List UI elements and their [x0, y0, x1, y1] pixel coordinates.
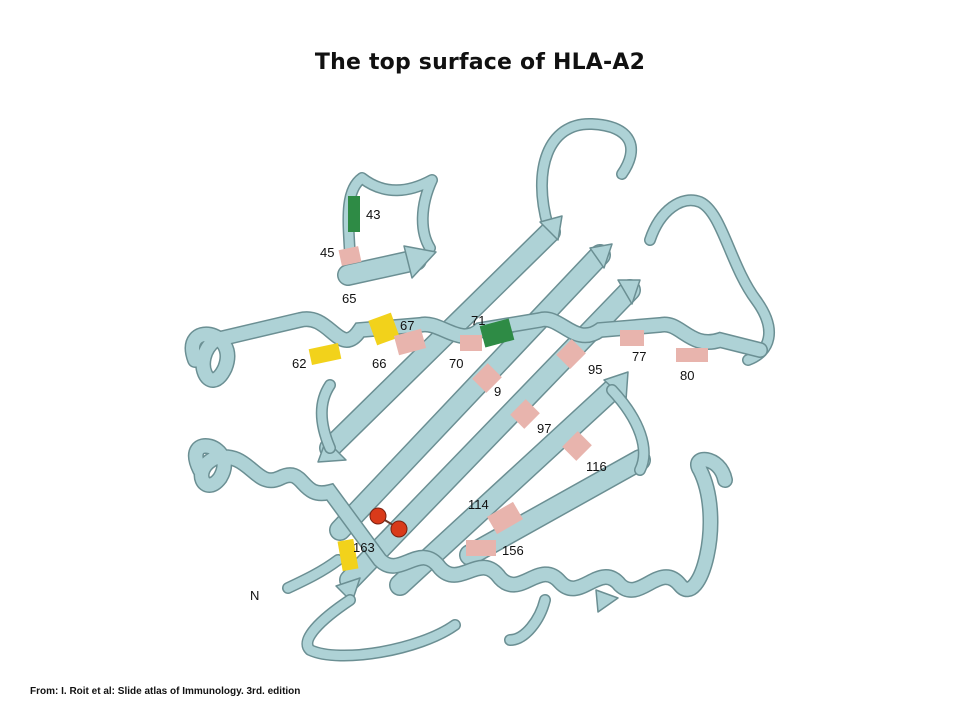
label-163: 163: [353, 540, 375, 555]
residue-95-pink: [556, 339, 586, 369]
residue-67-yellow: [368, 312, 400, 346]
label-62: 62: [292, 356, 306, 371]
label-77: 77: [632, 349, 646, 364]
residue-156-pink: [466, 540, 496, 556]
residue-97-pink: [510, 399, 540, 429]
disulfide-atom-2: [390, 520, 408, 538]
source-credit: From: I. Roit et al: Slide atlas of Immu…: [30, 686, 301, 697]
residue-163-yellow: [337, 538, 359, 572]
label-67: 67: [400, 318, 414, 333]
label-156: 156: [502, 543, 524, 558]
residue-labels: 43 45 65 62 66 67 70 71 9 95 77 80 97 11…: [250, 207, 694, 603]
label-43: 43: [366, 207, 380, 222]
residue-62-yellow: [308, 343, 342, 365]
label-66: 66: [372, 356, 386, 371]
label-9: 9: [494, 384, 501, 399]
beta-sheet-floor: [282, 117, 776, 662]
label-70: 70: [449, 356, 463, 371]
residue-114-pink: [487, 501, 523, 535]
residue-70-pink: [460, 335, 482, 351]
disulfide-bond: [369, 507, 408, 538]
residue-43-green: [348, 196, 360, 232]
alpha2-helix: [187, 438, 733, 598]
residue-highlights: [308, 196, 708, 572]
residue-66-pink: [393, 328, 427, 356]
residue-45-pink: [338, 246, 362, 266]
label-71: 71: [471, 313, 485, 328]
label-97: 97: [537, 421, 551, 436]
residue-77-pink: [620, 330, 644, 346]
slide-title: The top surface of HLA-A2: [314, 50, 646, 75]
label-65: 65: [342, 291, 356, 306]
label-95: 95: [588, 362, 602, 377]
residue-9-pink: [472, 363, 502, 393]
disulfide-atom-1: [369, 507, 387, 525]
alpha1-helix: [184, 311, 768, 388]
label-45: 45: [320, 245, 334, 260]
residue-116-pink: [562, 431, 592, 461]
residue-71-green: [479, 318, 515, 348]
label-80: 80: [680, 368, 694, 383]
label-n-terminus: N: [250, 588, 259, 603]
label-114: 114: [468, 497, 489, 512]
label-116: 116: [586, 459, 607, 474]
residue-80-pink: [676, 348, 708, 362]
